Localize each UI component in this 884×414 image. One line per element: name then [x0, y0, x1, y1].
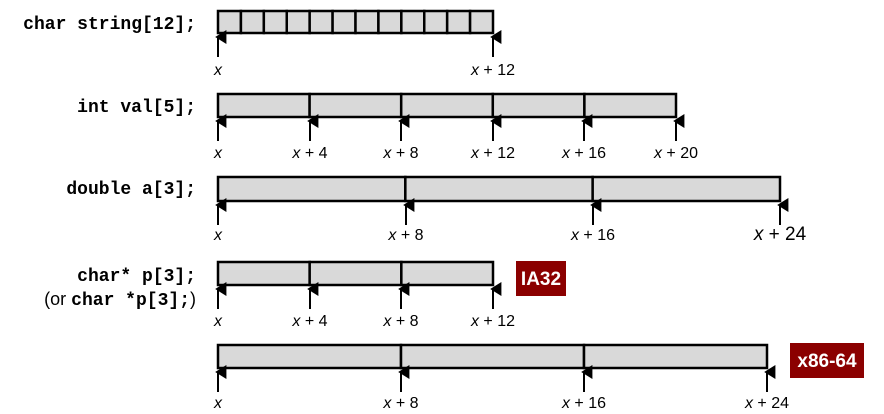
memory-cell [216, 92, 311, 119]
offset-label: x + 8 [382, 313, 418, 330]
offset-label: x + 16 [570, 227, 615, 244]
memory-cell [423, 9, 449, 35]
declaration-double-a: double a[3]; [66, 180, 196, 200]
memory-cell [591, 175, 782, 203]
memory-block-char-pointer-ia32: x x + 4 x + 8 x + 12 [213, 260, 515, 330]
declaration-alt-close: ) [190, 289, 196, 309]
memory-cell [400, 9, 426, 35]
memory-cell [216, 9, 243, 35]
declaration-alt-open: (or [44, 289, 71, 309]
memory-cell [308, 92, 403, 119]
memory-cell [216, 175, 407, 203]
declaration-char-string: char string[12]; [23, 15, 196, 35]
memory-cell [582, 343, 769, 370]
memory-cell [404, 175, 594, 203]
declaration-int-val: int val[5]; [77, 98, 196, 118]
array-row-int-val: int val[5]; x x + 4 x + 8 x + 12 x + 16 x + 2… [77, 92, 698, 162]
offset-label: x + 20 [653, 145, 698, 162]
array-row-double-a: double a[3]; x x + 8 x + 16 x + 24 [66, 175, 807, 245]
memory-cell [399, 92, 495, 119]
memory-cell [285, 9, 311, 35]
offset-label: x + 24 [753, 224, 807, 245]
memory-cell [399, 343, 586, 370]
offset-label: x + 8 [382, 145, 418, 162]
offset-label: x + 12 [470, 62, 515, 79]
offset-label: x + 12 [470, 313, 515, 330]
offset-label: x [213, 145, 223, 162]
array-row-char-pointer-x86-64: x x + 8 x + 16 x + 24 x86-64 [213, 343, 864, 412]
badge-x86-64: x86-64 [790, 343, 864, 378]
memory-cell [354, 9, 380, 35]
memory-cell [262, 9, 289, 35]
badge-x86-64-label: x86-64 [797, 351, 857, 372]
offset-label: x [213, 395, 223, 412]
offset-label: x + 16 [561, 145, 606, 162]
array-row-char-pointer-ia32: char* p[3]; (or char *p[3];) x x + 4 x + 8… [44, 260, 566, 330]
memory-cell [216, 260, 311, 287]
memory-cell [239, 9, 266, 35]
offset-label: x + 4 [291, 313, 327, 330]
memory-cell [308, 260, 403, 287]
memory-cell [445, 9, 472, 35]
declaration-alternative: (or char *p[3];) [44, 289, 196, 311]
offset-label: x + 8 [382, 395, 418, 412]
memory-block-char-pointer-x86-64: x x + 8 x + 16 x + 24 [213, 343, 789, 412]
declaration-alt-code: char *p[3]; [71, 291, 190, 311]
memory-cell [377, 9, 403, 35]
badge-x86-64-background [790, 343, 864, 378]
offset-label: x + 16 [561, 395, 606, 412]
badge-ia32-background [516, 261, 566, 296]
memory-cell [468, 9, 495, 35]
offset-label: x [213, 227, 223, 244]
memory-block-int-val: x x + 4 x + 8 x + 12 x + 16 x + 20 [213, 92, 698, 162]
offset-label: x + 24 [744, 395, 789, 412]
offset-label: x [213, 62, 223, 79]
memory-cell [400, 260, 495, 287]
memory-block-double-a: x x + 8 x + 16 x + 24 [213, 175, 807, 245]
declaration-char-pointer: char* p[3]; [77, 267, 196, 287]
memory-cell [331, 9, 357, 35]
memory-cell [491, 92, 586, 119]
offset-label: x + 12 [470, 145, 515, 162]
badge-ia32: IA32 [516, 261, 566, 296]
memory-block-char-string: x x + 12 [213, 9, 515, 79]
offset-label: x [213, 313, 223, 330]
memory-cell [308, 9, 334, 35]
badge-ia32-label: IA32 [521, 269, 561, 290]
array-row-char-string: char string[12]; x x + 12 [23, 9, 515, 79]
offset-label: x + 8 [387, 227, 423, 244]
offset-label: x + 4 [291, 145, 327, 162]
memory-cell [216, 343, 403, 370]
memory-cell [583, 92, 678, 119]
